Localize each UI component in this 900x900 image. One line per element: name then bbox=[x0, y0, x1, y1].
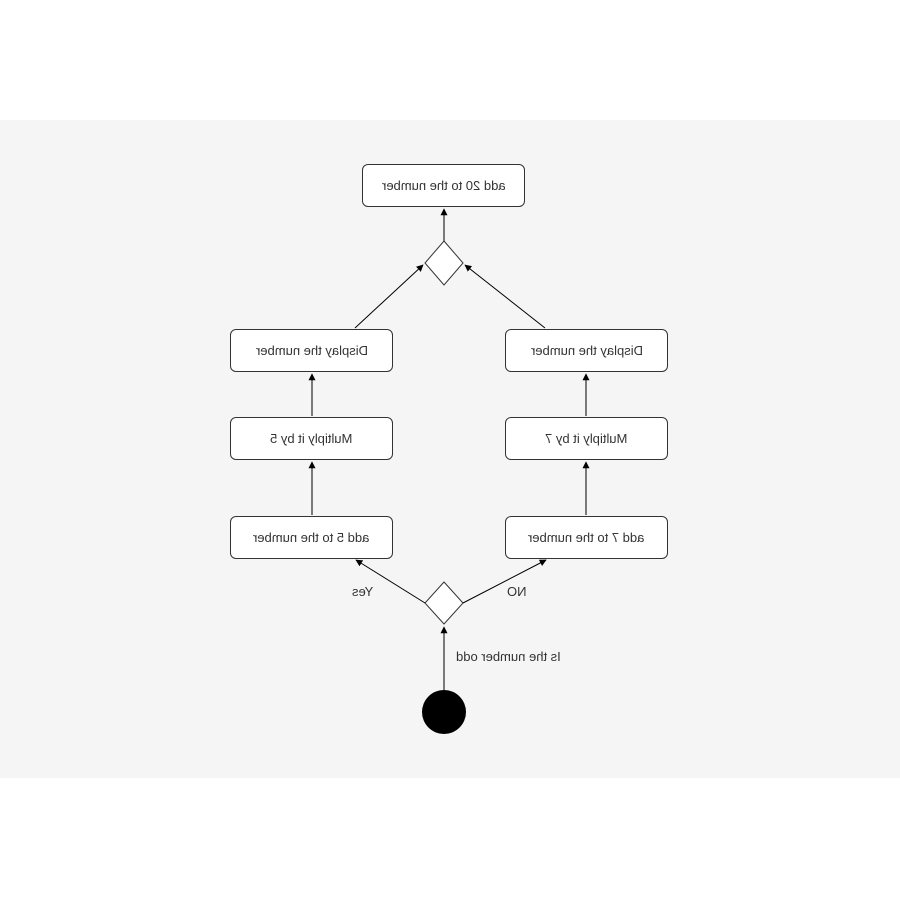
arrow-yes-branch bbox=[355, 559, 426, 604]
left-display-label: Display the number bbox=[255, 343, 368, 358]
decision-diamond bbox=[424, 581, 464, 625]
left-add-box: add 5 to the number bbox=[230, 516, 393, 559]
right-multiply-label: Multiply it by 7 bbox=[545, 431, 628, 446]
right-add-box: add 7 to the number bbox=[505, 516, 668, 559]
arrow-left-to-merge bbox=[354, 264, 424, 329]
left-add-label: add 5 to the number bbox=[253, 530, 370, 545]
left-multiply-label: Multiply it by 5 bbox=[270, 431, 353, 446]
right-add-label: add 7 to the number bbox=[528, 530, 645, 545]
yes-branch-label: Yes bbox=[352, 584, 374, 599]
condition-label: Is the number odd bbox=[456, 649, 561, 664]
right-display-box: Display the number bbox=[505, 329, 668, 372]
start-node bbox=[422, 690, 466, 734]
no-branch-label: NO bbox=[507, 584, 527, 599]
left-multiply-box: Multiply it by 5 bbox=[230, 417, 393, 460]
right-display-label: Display the number bbox=[530, 343, 643, 358]
merge-diamond bbox=[424, 240, 464, 286]
left-display-box: Display the number bbox=[230, 329, 393, 372]
right-multiply-box: Multiply it by 7 bbox=[505, 417, 668, 460]
diagram-canvas bbox=[0, 120, 900, 778]
final-step-box: add 20 to the number bbox=[362, 164, 525, 207]
arrow-right-to-merge bbox=[464, 264, 546, 329]
arrow-no-branch bbox=[462, 559, 547, 604]
final-step-label: add 20 to the number bbox=[381, 178, 506, 193]
